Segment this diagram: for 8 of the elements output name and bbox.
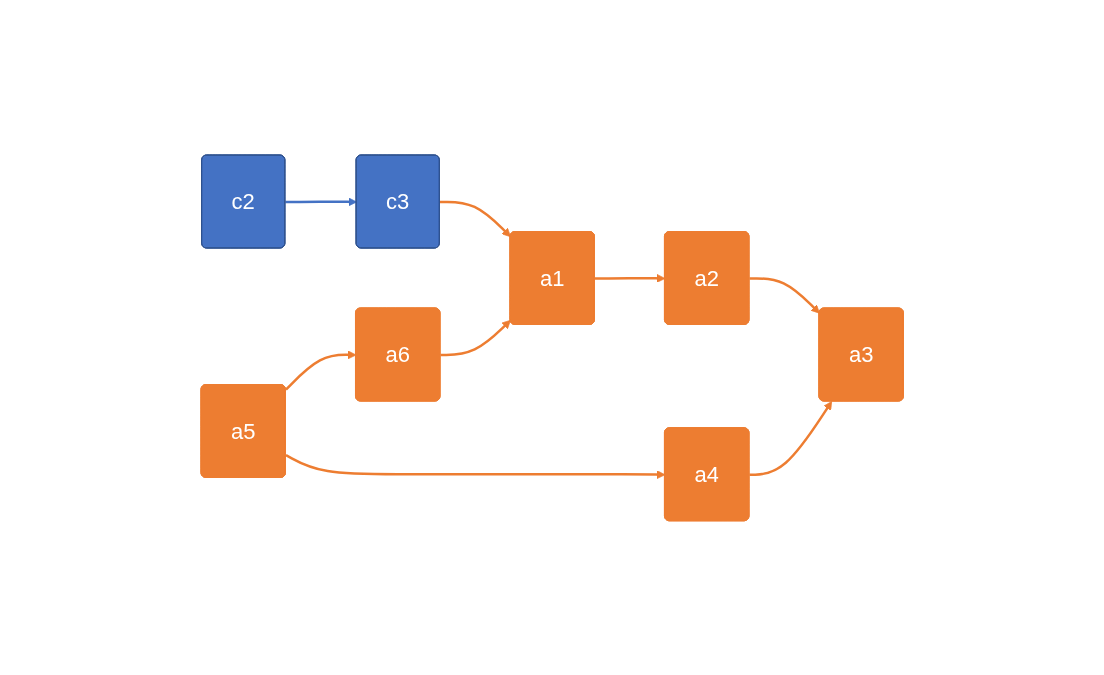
arrow xyxy=(285,453,666,479)
arrow xyxy=(285,197,357,206)
arrow xyxy=(594,273,666,283)
arrow xyxy=(284,350,357,391)
arrow xyxy=(439,200,511,237)
arrow xyxy=(749,400,832,476)
arrow xyxy=(440,319,511,356)
arrow xyxy=(749,276,820,314)
